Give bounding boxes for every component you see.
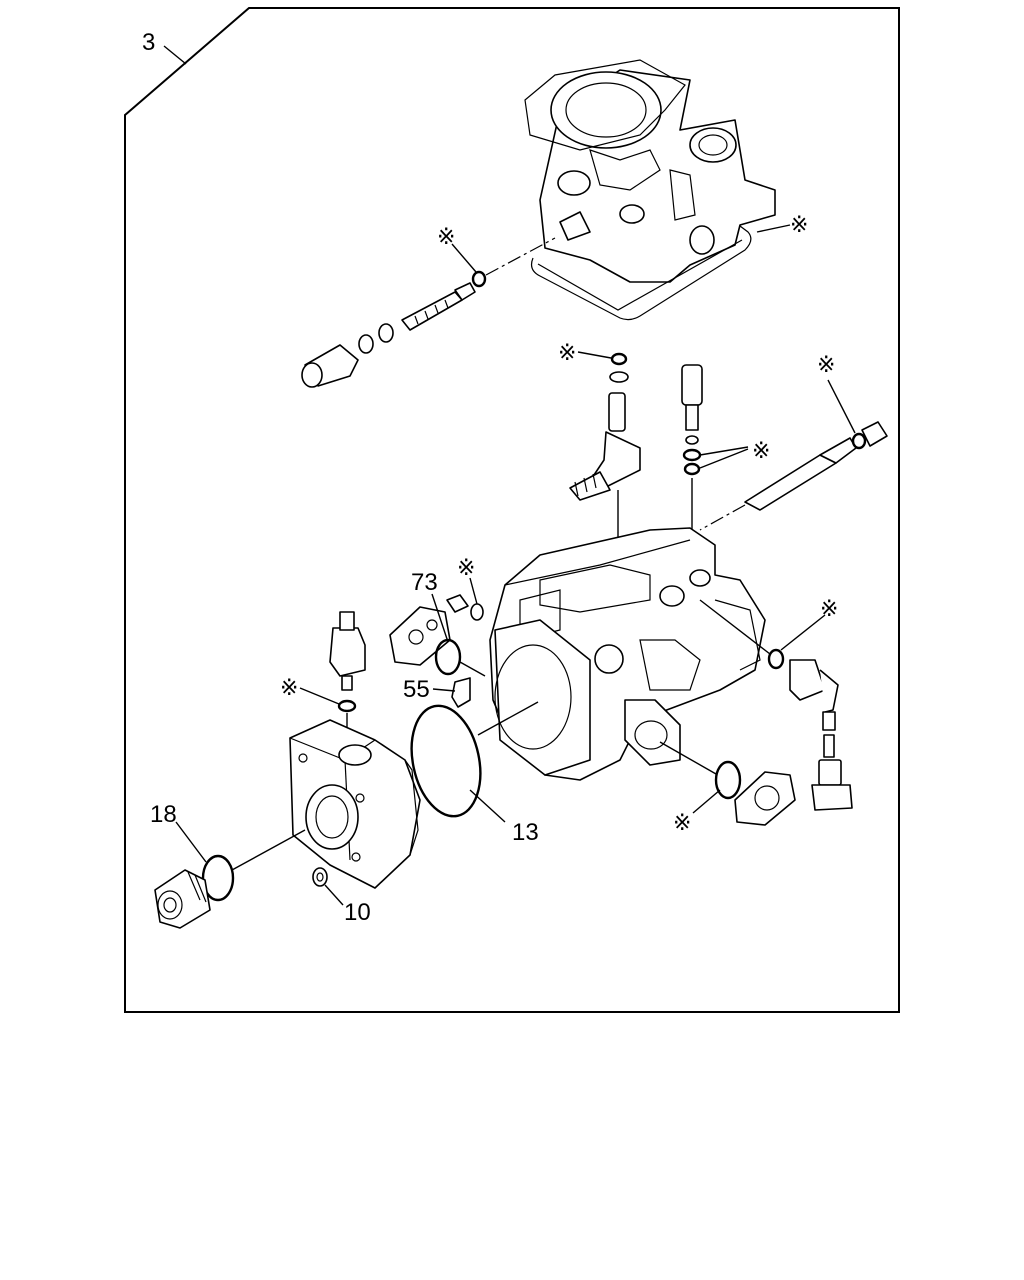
o-ring-13 [410, 704, 482, 818]
callout-mark-timer: ※ [752, 439, 770, 464]
o-ring-upper-valve [471, 270, 487, 288]
o-ring-sensor [767, 648, 785, 670]
o-ring-side-cover [714, 760, 742, 800]
callout-mark-side-cover: ※ [673, 811, 691, 836]
pump-body [489, 527, 766, 781]
control-shaft [744, 421, 888, 511]
upper-gasket [530, 225, 752, 321]
o-ring-timer-2 [683, 462, 701, 476]
label-part-13: 13 [512, 819, 539, 846]
label-part-10: 10 [344, 899, 371, 926]
adapter-plate [389, 606, 451, 666]
o-ring-73 [434, 638, 462, 676]
overflow-valve [329, 611, 366, 691]
leader-assembly-3 [163, 45, 187, 65]
timer-valve [681, 364, 703, 445]
nut-10 [312, 867, 328, 887]
label-part-73: 73 [411, 569, 438, 596]
upper-housing [524, 59, 776, 283]
callout-mark-overflow: ※ [280, 676, 298, 701]
callout-mark-upper-gasket: ※ [790, 213, 808, 238]
part-55-clip [451, 677, 471, 708]
boost-sensor [789, 659, 853, 811]
callout-mark-solenoid: ※ [558, 341, 576, 366]
plug-18 [154, 869, 211, 929]
o-ring-timer-1 [682, 448, 702, 462]
callout-mark-screw: ※ [457, 556, 475, 581]
label-part-55: 55 [403, 676, 430, 703]
callout-mark-upper-valve: ※ [437, 225, 455, 250]
adapter-housing [289, 719, 421, 889]
small-screw [446, 594, 484, 621]
callout-mark-sensor: ※ [820, 597, 838, 622]
assembly-frame [124, 7, 900, 1013]
o-ring-overflow [337, 699, 357, 713]
callout-mark-shaft: ※ [817, 353, 835, 378]
label-part-18: 18 [150, 801, 177, 828]
delivery-valve-assembly [301, 282, 476, 388]
label-assembly-3: 3 [142, 29, 155, 56]
side-cover [734, 771, 796, 826]
fuel-cut-solenoid [569, 352, 641, 501]
o-ring-18 [201, 854, 235, 902]
